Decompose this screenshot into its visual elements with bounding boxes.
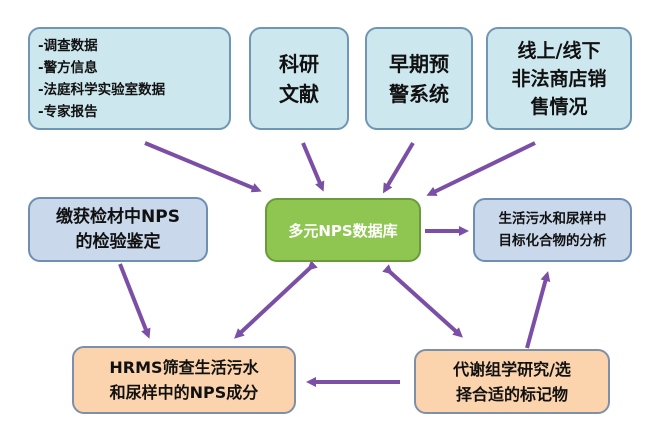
research-literature-label: 科研 文献: [279, 51, 319, 106]
target-analysis-label: 生活污水和尿样中 目标化合物的分析: [498, 211, 607, 249]
arrow-early-warning-to-database: [382, 141, 415, 194]
arrow-database-hrms-bidirectional: [234, 260, 318, 339]
arrow-seized-to-hrms: [118, 263, 151, 339]
database-box: 多元NPS数据库: [265, 198, 421, 262]
arrow-online-offline-to-database: [426, 141, 536, 196]
sources-item: -法庭科学实验室数据: [38, 81, 166, 98]
arrow-sources-to-database: [144, 141, 262, 193]
metabolomics-box: 代谢组学研究/选 择合适的标记物: [414, 349, 610, 414]
early-warning-box: 早期预 警系统: [365, 27, 473, 130]
research-literature-box: 科研 文献: [249, 27, 349, 130]
early-warning-label: 早期预 警系统: [389, 51, 449, 106]
sources-item: -专家报告: [38, 103, 98, 120]
database-label: 多元NPS数据库: [288, 221, 398, 240]
hrms-screening-label: HRMS筛查生活污水 和尿样中的NPS成分: [109, 358, 259, 402]
sources-item: -调查数据: [38, 37, 98, 54]
sources-box: -调查数据 -警方信息 -法庭科学实验室数据 -专家报告: [28, 27, 231, 130]
seized-materials-label: 缴获检材中NPS 的检验鉴定: [56, 206, 180, 252]
hrms-screening-box: HRMS筛查生活污水 和尿样中的NPS成分: [72, 346, 296, 414]
online-offline-box: 线上/线下 非法商店销 售情况: [486, 27, 632, 130]
online-offline-label: 线上/线下 非法商店销 售情况: [511, 39, 607, 118]
metabolomics-label: 代谢组学研究/选 择合适的标记物: [453, 359, 571, 404]
sources-item: -警方信息: [38, 59, 98, 76]
arrow-literature-to-database: [301, 142, 325, 192]
arrow-database-metabolomics-bidirectional: [382, 264, 463, 338]
target-analysis-box: 生活污水和尿样中 目标化合物的分析: [473, 198, 632, 262]
arrow-metabolomics-to-target: [525, 271, 551, 349]
seized-materials-box: 缴获检材中NPS 的检验鉴定: [28, 197, 208, 262]
